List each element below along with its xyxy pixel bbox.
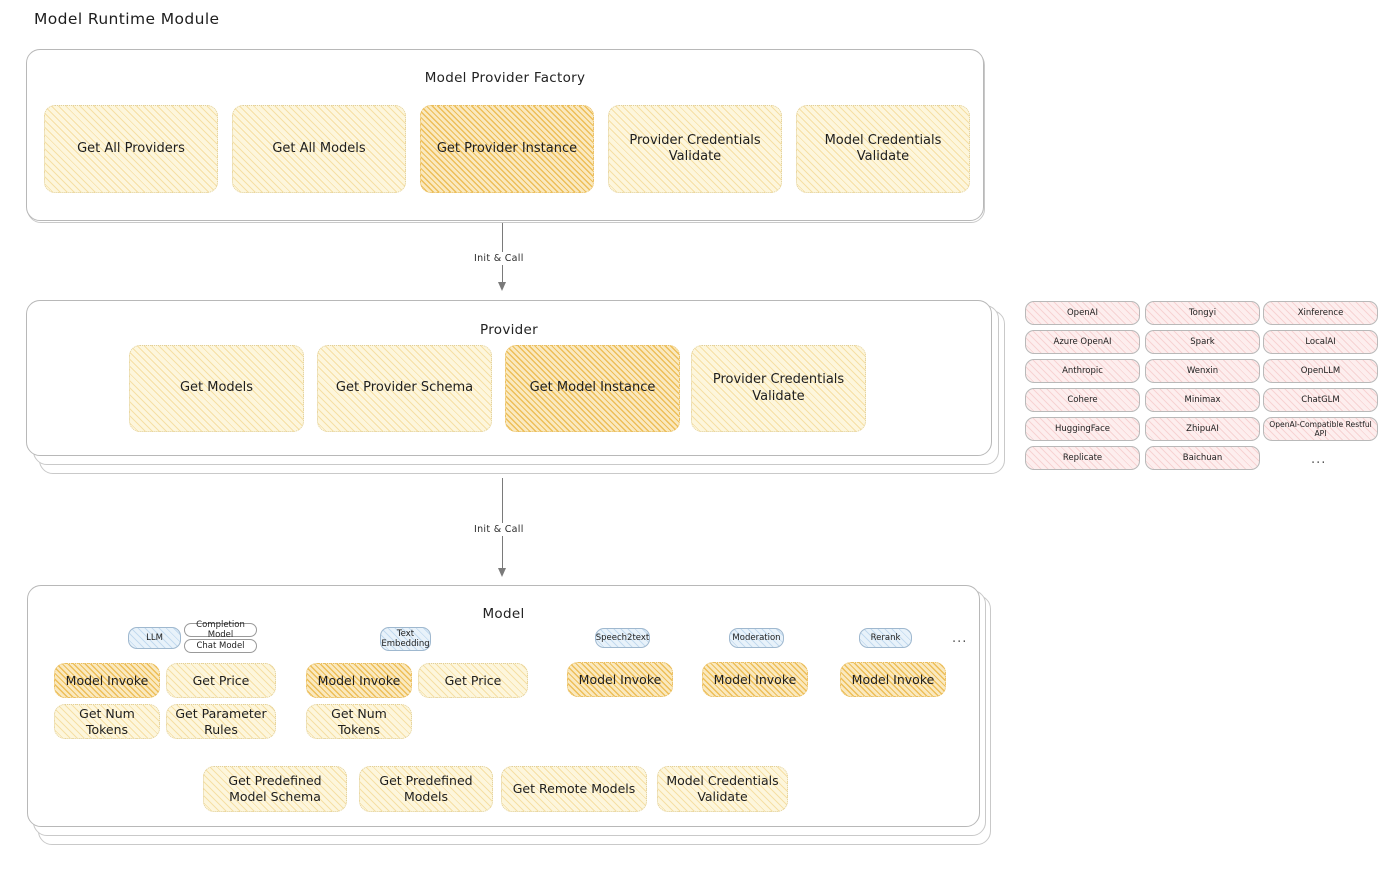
factory-node-model-credentials-validate[interactable]: Model Credentials Validate bbox=[796, 105, 970, 193]
provider-pill-spark[interactable]: Spark bbox=[1145, 330, 1260, 354]
model-type-badge-rerank[interactable]: Rerank bbox=[859, 628, 912, 648]
provider-node-provider-credentials-validate[interactable]: Provider Credentials Validate bbox=[691, 345, 866, 432]
provider-pill-localai[interactable]: LocalAI bbox=[1263, 330, 1378, 354]
page-title: Model Runtime Module bbox=[34, 10, 220, 28]
factory-title: Model Provider Factory bbox=[424, 70, 586, 86]
provider-pill-huggingface[interactable]: HuggingFace bbox=[1025, 417, 1140, 441]
model-type-badge-speech2text[interactable]: Speech2text bbox=[595, 628, 650, 648]
provider-pill-cohere[interactable]: Cohere bbox=[1025, 388, 1140, 412]
model-type-badge-llm[interactable]: LLM bbox=[128, 627, 181, 649]
model-method-llm-get-parameter-rules[interactable]: Get Parameter Rules bbox=[166, 704, 276, 739]
provider-pill-anthropic[interactable]: Anthropic bbox=[1025, 359, 1140, 383]
model-type-badge-text-embedding[interactable]: Text Embedding bbox=[380, 627, 431, 651]
model-title: Model bbox=[482, 606, 525, 622]
model-common-method-get-remote-models[interactable]: Get Remote Models bbox=[501, 766, 647, 812]
provider-pill-baichuan[interactable]: Baichuan bbox=[1145, 446, 1260, 470]
model-method-rerank-model-invoke[interactable]: Model Invoke bbox=[840, 662, 946, 697]
provider-pill-openai[interactable]: OpenAI bbox=[1025, 301, 1140, 325]
model-method-text-embedding-model-invoke[interactable]: Model Invoke bbox=[306, 663, 412, 698]
model-method-text-embedding-get-price[interactable]: Get Price bbox=[418, 663, 528, 698]
provider-pill-minimax[interactable]: Minimax bbox=[1145, 388, 1260, 412]
model-common-method-model-credentials-validate[interactable]: Model Credentials Validate bbox=[657, 766, 788, 812]
model-types-ellipsis: ... bbox=[952, 631, 968, 646]
provider-node-get-provider-schema[interactable]: Get Provider Schema bbox=[317, 345, 492, 432]
provider-pill-openai-compatible-restful-api[interactable]: OpenAI-Compatible Restful API bbox=[1263, 417, 1378, 441]
provider-node-get-model-instance[interactable]: Get Model Instance bbox=[505, 345, 680, 432]
factory-node-get-all-providers[interactable]: Get All Providers bbox=[44, 105, 218, 193]
provider-title: Provider bbox=[480, 322, 538, 338]
arrow-factory-to-provider-label: Init & Call bbox=[471, 252, 527, 265]
model-method-llm-model-invoke[interactable]: Model Invoke bbox=[54, 663, 160, 698]
provider-pill-openllm[interactable]: OpenLLM bbox=[1263, 359, 1378, 383]
provider-pill-tongyi[interactable]: Tongyi bbox=[1145, 301, 1260, 325]
provider-node-get-models[interactable]: Get Models bbox=[129, 345, 304, 432]
factory-node-get-all-models[interactable]: Get All Models bbox=[232, 105, 406, 193]
model-method-llm-get-price[interactable]: Get Price bbox=[166, 663, 276, 698]
provider-pill-replicate[interactable]: Replicate bbox=[1025, 446, 1140, 470]
model-method-moderation-model-invoke[interactable]: Model Invoke bbox=[702, 662, 808, 697]
model-common-method-get-predefined-models[interactable]: Get Predefined Models bbox=[359, 766, 493, 812]
model-method-llm-get-num-tokens[interactable]: Get Num Tokens bbox=[54, 704, 160, 739]
provider-pill-xinference[interactable]: Xinference bbox=[1263, 301, 1378, 325]
arrow-provider-to-model-label: Init & Call bbox=[471, 523, 527, 536]
model-method-text-embedding-get-num-tokens[interactable]: Get Num Tokens bbox=[306, 704, 412, 739]
provider-pill-wenxin[interactable]: Wenxin bbox=[1145, 359, 1260, 383]
factory-node-provider-credentials-validate[interactable]: Provider Credentials Validate bbox=[608, 105, 782, 193]
provider-pill-azure-openai[interactable]: Azure OpenAI bbox=[1025, 330, 1140, 354]
arrow-provider-to-model-head bbox=[498, 568, 506, 577]
model-sub-badge-completion-model[interactable]: Completion Model bbox=[184, 620, 257, 640]
provider-pill-chatglm[interactable]: ChatGLM bbox=[1263, 388, 1378, 412]
provider-list-ellipsis: ... bbox=[1311, 452, 1327, 467]
model-sub-badge-chat-model[interactable]: Chat Model bbox=[184, 639, 257, 653]
factory-node-get-provider-instance[interactable]: Get Provider Instance bbox=[420, 105, 594, 193]
model-type-badge-moderation[interactable]: Moderation bbox=[729, 628, 784, 648]
model-common-method-get-predefined-model-schema[interactable]: Get Predefined Model Schema bbox=[203, 766, 347, 812]
arrow-factory-to-provider-head bbox=[498, 282, 506, 291]
provider-pill-zhipuai[interactable]: ZhipuAI bbox=[1145, 417, 1260, 441]
model-method-speech2text-model-invoke[interactable]: Model Invoke bbox=[567, 662, 673, 697]
